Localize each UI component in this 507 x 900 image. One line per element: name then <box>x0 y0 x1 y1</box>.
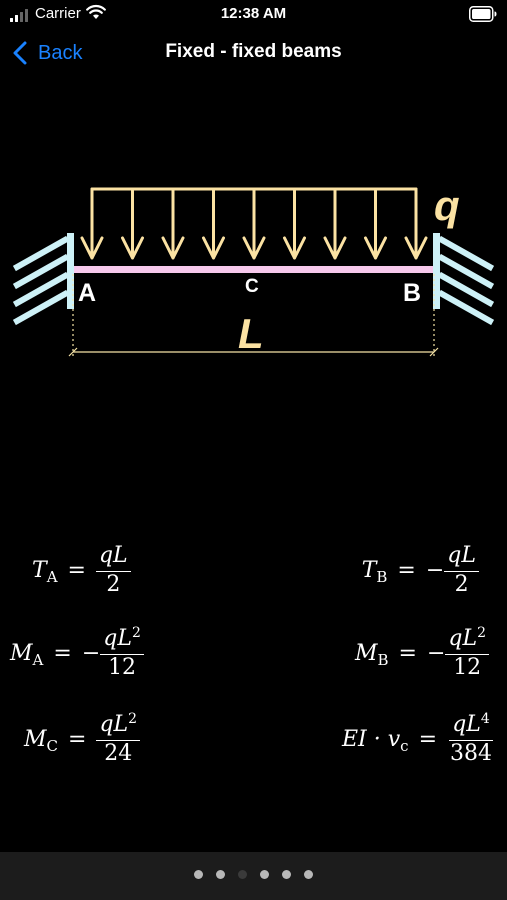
page-control-bar <box>0 852 507 900</box>
formula-symbol: M <box>24 727 47 752</box>
formula-symbol: M <box>10 641 33 666</box>
denominator: 2 <box>106 572 121 597</box>
span-label: L <box>238 310 264 357</box>
formula-subscript: A <box>32 650 44 669</box>
page-dot[interactable] <box>216 870 225 879</box>
equals-sign: = <box>418 727 437 752</box>
formula-subscript: c <box>400 736 409 755</box>
formula-sign: − <box>425 558 445 583</box>
page-dot[interactable] <box>282 870 291 879</box>
formula-symbol: M <box>354 641 378 666</box>
page-indicator <box>0 870 507 879</box>
numerator: qL2 <box>96 711 141 741</box>
fraction: qL2 12 <box>100 625 144 681</box>
formula-symbol: EI · v <box>341 727 401 752</box>
numerator: qL2 <box>445 625 489 655</box>
numerator: qL <box>444 543 479 572</box>
battery-icon <box>469 6 497 22</box>
formula-symbol: T <box>361 558 377 583</box>
denominator: 12 <box>453 655 482 680</box>
span-dimension <box>68 274 439 358</box>
formula-subscript: B <box>377 650 389 669</box>
beam-diagram: q A B C L <box>12 182 495 358</box>
denominator: 2 <box>454 572 469 597</box>
support-b-label: B <box>403 279 421 307</box>
fraction: qL2 24 <box>96 711 141 767</box>
page-dot[interactable] <box>260 870 269 879</box>
status-bar: Carrier 12:38 AM <box>0 0 507 30</box>
formula-symbol: T <box>32 558 47 583</box>
denominator: 24 <box>104 741 133 766</box>
navigation-bar: Back Fixed - fixed beams <box>0 30 507 76</box>
status-time: 12:38 AM <box>220 5 287 22</box>
page-title: Fixed - fixed beams <box>165 41 342 62</box>
equals-sign: = <box>67 558 86 583</box>
load-label: q <box>434 182 460 229</box>
wifi-icon <box>86 4 106 19</box>
back-label: Back <box>38 41 83 64</box>
formula-sign: − <box>426 641 446 666</box>
equals-sign: = <box>397 558 416 583</box>
carrier-name: Carrier <box>35 5 81 22</box>
support-a-label: A <box>78 279 96 307</box>
signal-strength-icon <box>10 9 28 22</box>
fraction: qL2 12 <box>445 625 489 681</box>
page-dot[interactable] <box>238 870 247 879</box>
formula-sign: − <box>81 641 101 666</box>
fraction: qL 2 <box>444 543 479 598</box>
denominator: 12 <box>108 655 137 680</box>
right-fixed-support <box>433 233 495 326</box>
numerator: qL4 <box>449 711 493 741</box>
page-dot[interactable] <box>304 870 313 879</box>
fraction: qL 2 <box>95 543 131 598</box>
distributed-load <box>80 187 428 260</box>
midpoint-label: C <box>245 276 259 297</box>
numerator: qL <box>95 543 131 572</box>
page-dot[interactable] <box>194 870 203 879</box>
numerator: qL2 <box>100 625 144 655</box>
denominator: 384 <box>450 741 492 766</box>
chevron-left-icon <box>13 41 27 65</box>
left-fixed-support <box>12 233 74 326</box>
fraction: qL4 384 <box>447 711 495 767</box>
formula-subscript: A <box>46 567 58 586</box>
equals-sign: = <box>398 641 417 666</box>
equals-sign: = <box>68 727 87 752</box>
formula-subscript: C <box>46 736 59 755</box>
beam <box>74 266 433 273</box>
formula-subscript: B <box>376 567 388 586</box>
back-button[interactable]: Back <box>12 38 82 68</box>
equals-sign: = <box>53 641 72 666</box>
